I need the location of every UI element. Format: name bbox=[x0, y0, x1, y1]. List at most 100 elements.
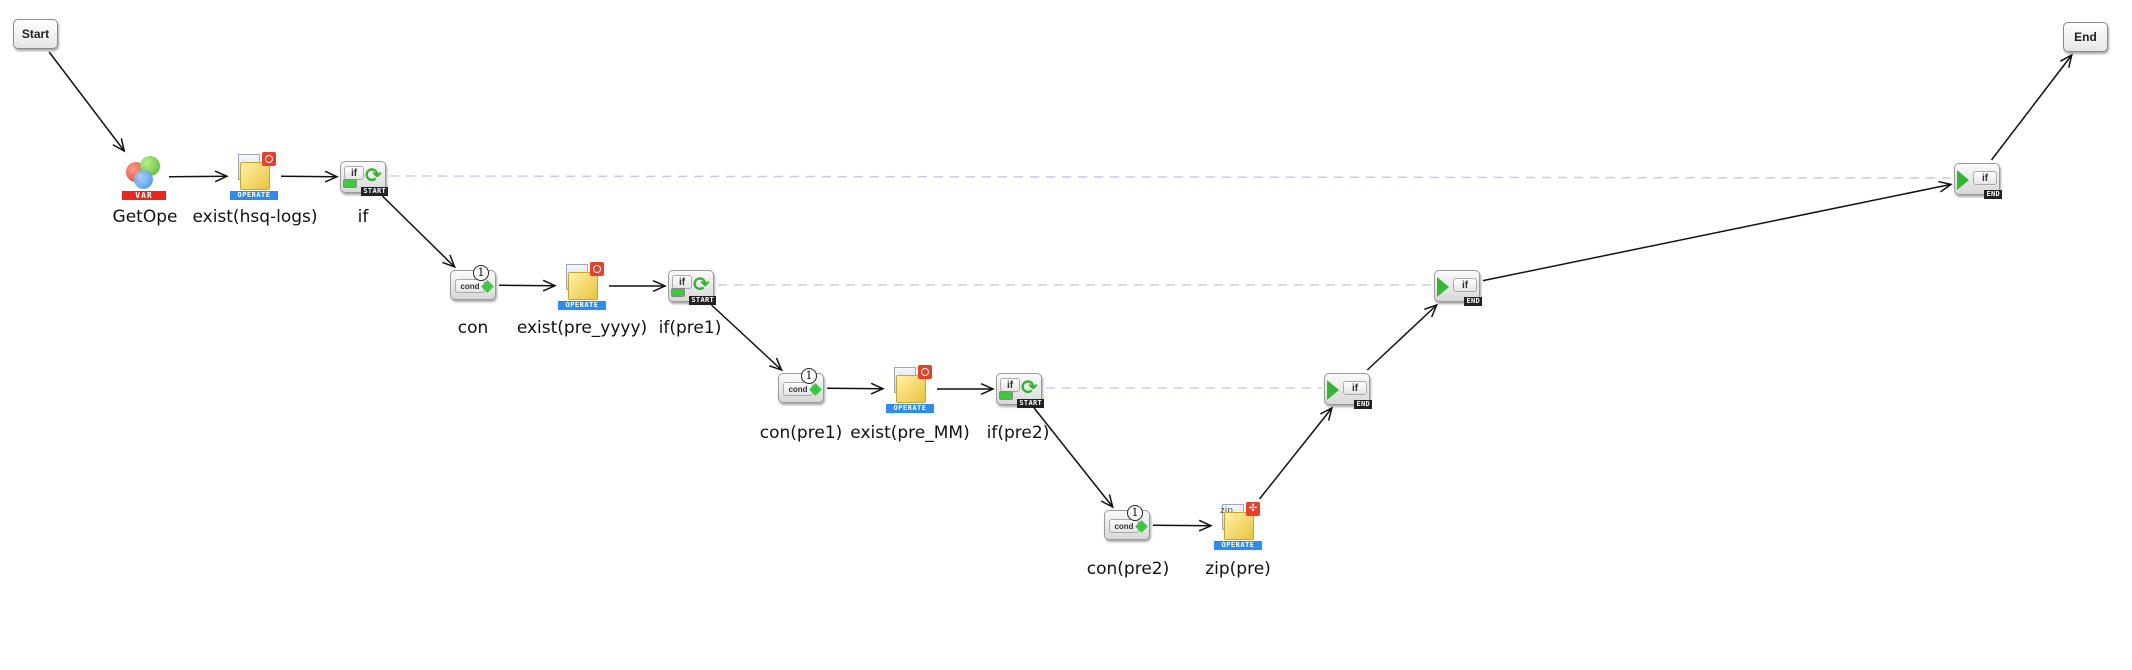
if-inner-label: if bbox=[1453, 278, 1477, 292]
cond-inner-label: cond bbox=[1109, 519, 1139, 533]
edge-exist-pre-mm-to-if-pre2[interactable] bbox=[937, 383, 995, 395]
start-tag: START bbox=[689, 296, 716, 305]
var-node-getope[interactable]: VAR bbox=[122, 154, 166, 200]
start-tag: START bbox=[361, 187, 388, 196]
edge-exist-hsq-logs-to-if[interactable] bbox=[280, 170, 339, 183]
arrowhead-icon bbox=[1319, 406, 1334, 421]
if-start-node[interactable]: if ⟳ START bbox=[340, 161, 388, 196]
var-icon-ball-blue bbox=[134, 170, 153, 189]
compress-icon: ✣ bbox=[1246, 502, 1260, 516]
if-end-node[interactable]: if END bbox=[1954, 163, 2002, 199]
operate-badge: OPERATE bbox=[558, 301, 606, 310]
loop-arrow-icon: ⟳ bbox=[693, 272, 710, 296]
node-label-con-pre1: con(pre1) bbox=[759, 423, 843, 443]
cond-node-con-pre1[interactable]: cond 1 bbox=[778, 368, 824, 403]
green-bar-icon bbox=[999, 391, 1013, 400]
if-start-node-pre1[interactable]: if ⟳ START bbox=[668, 270, 716, 305]
start-tag: START bbox=[1017, 399, 1044, 408]
if-pairing-line bbox=[389, 175, 1953, 179]
start-node[interactable]: Start bbox=[13, 19, 58, 49]
if-end-node-pre2[interactable]: if END bbox=[1324, 373, 1372, 409]
node-label-if-pre2: if(pre2) bbox=[986, 423, 1050, 443]
green-bar-icon bbox=[343, 179, 357, 188]
operate-badge: OPERATE bbox=[1214, 541, 1262, 550]
edge-start-to-getope[interactable] bbox=[48, 51, 126, 153]
arrowhead-icon bbox=[1198, 519, 1213, 532]
if-inner-label: if bbox=[672, 275, 692, 289]
node-label-exist-hsq-logs: exist(hsq-logs) bbox=[192, 207, 318, 227]
node-label-exist-pre-mm: exist(pre_MM) bbox=[850, 423, 970, 443]
folder-icon bbox=[1224, 512, 1254, 540]
folder-icon bbox=[568, 272, 598, 300]
node-label-getope: GetOpe bbox=[112, 207, 178, 227]
arrowhead-icon bbox=[442, 254, 456, 269]
arrowhead-icon bbox=[1424, 303, 1439, 318]
operate-node-zip-pre[interactable]: zip ✣ OPERATE bbox=[1214, 502, 1262, 550]
arrowhead-icon bbox=[542, 279, 557, 292]
edge-con-pre2-to-zip-pre[interactable] bbox=[1152, 519, 1213, 532]
folder-icon bbox=[896, 375, 926, 403]
var-badge: VAR bbox=[122, 191, 166, 200]
arrowhead-icon bbox=[214, 170, 229, 183]
edge-zip-pre-to-if-end-pre2[interactable] bbox=[1258, 406, 1334, 500]
edge-if-end-pre2-to-if-end-pre1[interactable] bbox=[1366, 303, 1439, 371]
record-icon bbox=[918, 365, 932, 379]
merge-arrow-icon bbox=[1327, 380, 1339, 400]
operate-badge: OPERATE bbox=[230, 191, 278, 200]
zip-icon-text: zip bbox=[1220, 506, 1233, 516]
operate-node-exist-pre-yyyy[interactable]: OPERATE bbox=[558, 262, 606, 310]
arrowhead-icon bbox=[1100, 494, 1114, 509]
arrowhead-icon bbox=[112, 138, 126, 153]
end-node[interactable]: End bbox=[2063, 22, 2108, 52]
node-label-exist-pre-yyyy: exist(pre_yyyy) bbox=[516, 318, 648, 338]
order-number-badge: 1 bbox=[1127, 505, 1143, 521]
arrowhead-icon bbox=[870, 382, 885, 395]
arrowhead-icon bbox=[324, 170, 339, 183]
loop-arrow-icon: ⟳ bbox=[1021, 375, 1038, 399]
merge-arrow-icon bbox=[1437, 277, 1449, 297]
if-inner-label: if bbox=[1343, 381, 1367, 395]
order-number-badge: 1 bbox=[801, 368, 817, 384]
loop-arrow-icon: ⟳ bbox=[365, 163, 382, 187]
edge-if-to-con[interactable] bbox=[381, 195, 456, 269]
record-icon bbox=[590, 262, 604, 276]
record-icon bbox=[262, 152, 276, 166]
operate-node-exist-hsq-logs[interactable]: OPERATE bbox=[230, 152, 278, 200]
edge-exist-pre-yyyy-to-if-pre1[interactable] bbox=[609, 280, 667, 292]
if-inner-label: if bbox=[1000, 378, 1020, 392]
edge-if-pre2-to-con-pre2[interactable] bbox=[1033, 407, 1114, 509]
edge-con-to-exist-pre-yyyy[interactable] bbox=[498, 279, 557, 292]
order-number-badge: 1 bbox=[473, 265, 489, 281]
folder-icon bbox=[240, 162, 270, 190]
edge-if-end-pre1-to-if-end[interactable] bbox=[1482, 180, 1953, 282]
edge-if-end-to-end[interactable] bbox=[1990, 53, 2073, 161]
node-label-if-pre1: if(pre1) bbox=[658, 318, 722, 338]
node-label-if: if bbox=[357, 207, 369, 227]
cond-inner-label: cond bbox=[455, 279, 485, 293]
end-tag: END bbox=[1464, 297, 1482, 306]
operate-node-exist-pre-mm[interactable]: OPERATE bbox=[886, 365, 934, 413]
edge-con-pre1-to-exist-pre-mm[interactable] bbox=[826, 382, 885, 395]
arrowhead-icon bbox=[1938, 180, 1953, 193]
arrowhead-icon bbox=[2059, 53, 2073, 68]
edge-if-pre1-to-con-pre1[interactable] bbox=[710, 304, 783, 372]
end-tag: END bbox=[1984, 190, 2002, 199]
merge-arrow-icon bbox=[1957, 170, 1969, 190]
node-label-zip-pre: zip(pre) bbox=[1205, 559, 1271, 579]
green-bar-icon bbox=[671, 288, 685, 297]
node-label-con: con bbox=[457, 318, 489, 338]
arrowhead-icon bbox=[769, 357, 783, 372]
end-tag: END bbox=[1354, 400, 1372, 409]
cond-node-con-pre2[interactable]: cond 1 bbox=[1104, 505, 1150, 540]
operate-badge: OPERATE bbox=[886, 404, 934, 413]
node-label-con-pre2: con(pre2) bbox=[1086, 559, 1170, 579]
cond-inner-label: cond bbox=[783, 382, 813, 396]
arrowhead-icon bbox=[652, 280, 667, 292]
arrowhead-icon bbox=[980, 383, 995, 395]
edge-getope-to-exist-hsq-logs[interactable] bbox=[168, 170, 229, 183]
if-end-node-pre1[interactable]: if END bbox=[1434, 270, 1482, 306]
if-start-node-pre2[interactable]: if ⟳ START bbox=[996, 373, 1044, 408]
cond-node-con[interactable]: cond 1 bbox=[450, 265, 496, 300]
